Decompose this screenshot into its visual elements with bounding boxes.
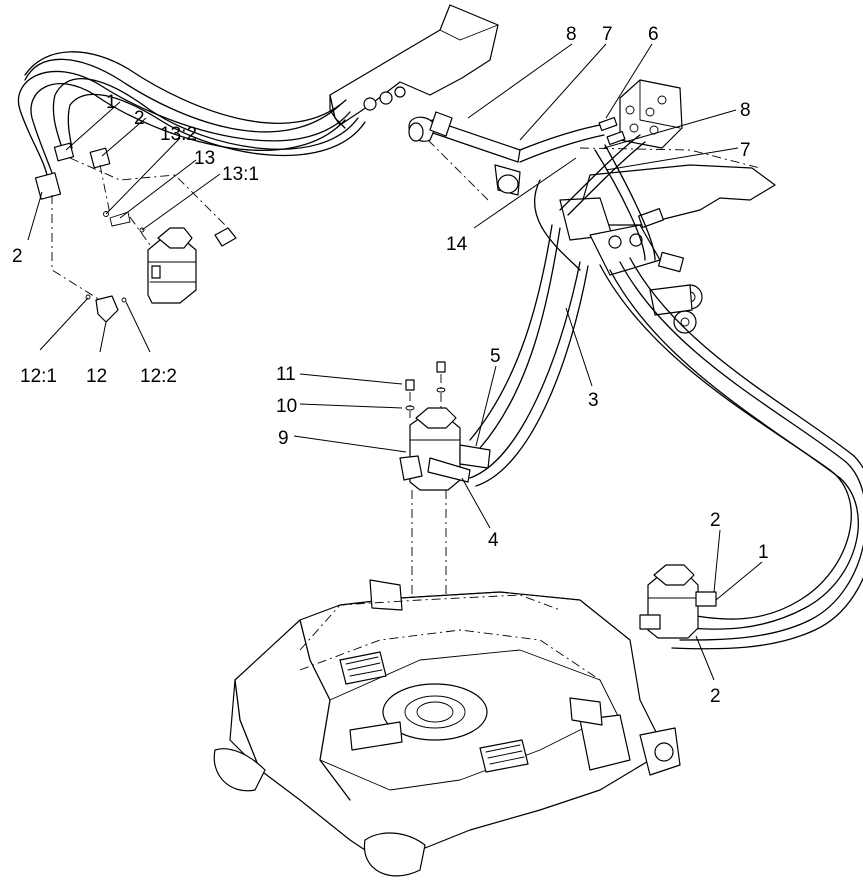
manifold-block-upper xyxy=(598,79,683,149)
callout-1-top-left: 1 xyxy=(106,92,117,113)
leader-lines xyxy=(27,43,763,681)
hose-bundle-upper-left xyxy=(17,51,366,183)
frame-bracket-right xyxy=(559,147,776,334)
callout-2-left: 2 xyxy=(12,246,23,267)
left-dashed-lines xyxy=(51,157,231,301)
callout-9: 9 xyxy=(278,428,289,449)
callout-2-right-top: 2 xyxy=(710,510,721,531)
cylinder-upper xyxy=(408,111,605,201)
callout-labels: 1 2 2 13:2 13 13:1 12:1 12 12:2 8 7 6 8 … xyxy=(12,24,769,707)
right-lower-valve-block xyxy=(639,564,717,639)
callout-12-1: 12:1 xyxy=(20,366,57,387)
callout-5: 5 xyxy=(490,346,501,367)
hose-bundle-right xyxy=(469,134,863,650)
callout-13: 13 xyxy=(194,148,215,169)
callout-11: 11 xyxy=(276,364,296,385)
callout-4: 4 xyxy=(488,530,499,551)
callout-10: 10 xyxy=(276,396,297,417)
callout-13-1: 13:1 xyxy=(222,164,259,185)
callout-2-right-bottom: 2 xyxy=(710,686,721,707)
callout-14: 14 xyxy=(446,234,468,255)
callout-13-2: 13:2 xyxy=(160,124,197,145)
frame-bracket-top xyxy=(329,4,499,129)
left-valve-block xyxy=(85,227,237,323)
callout-12: 12 xyxy=(86,366,107,387)
callout-7-right: 7 xyxy=(740,140,751,161)
callout-3: 3 xyxy=(588,390,599,411)
callout-1-right: 1 xyxy=(758,542,769,563)
mower-deck xyxy=(213,579,681,877)
callout-2-top-left: 2 xyxy=(134,108,145,129)
callout-8-top: 8 xyxy=(566,24,577,45)
center-valve-block xyxy=(399,361,491,491)
callout-6: 6 xyxy=(648,24,659,45)
callout-12-2: 12:2 xyxy=(140,366,177,387)
callout-7-top: 7 xyxy=(602,24,613,45)
callout-8-right: 8 xyxy=(740,100,751,121)
